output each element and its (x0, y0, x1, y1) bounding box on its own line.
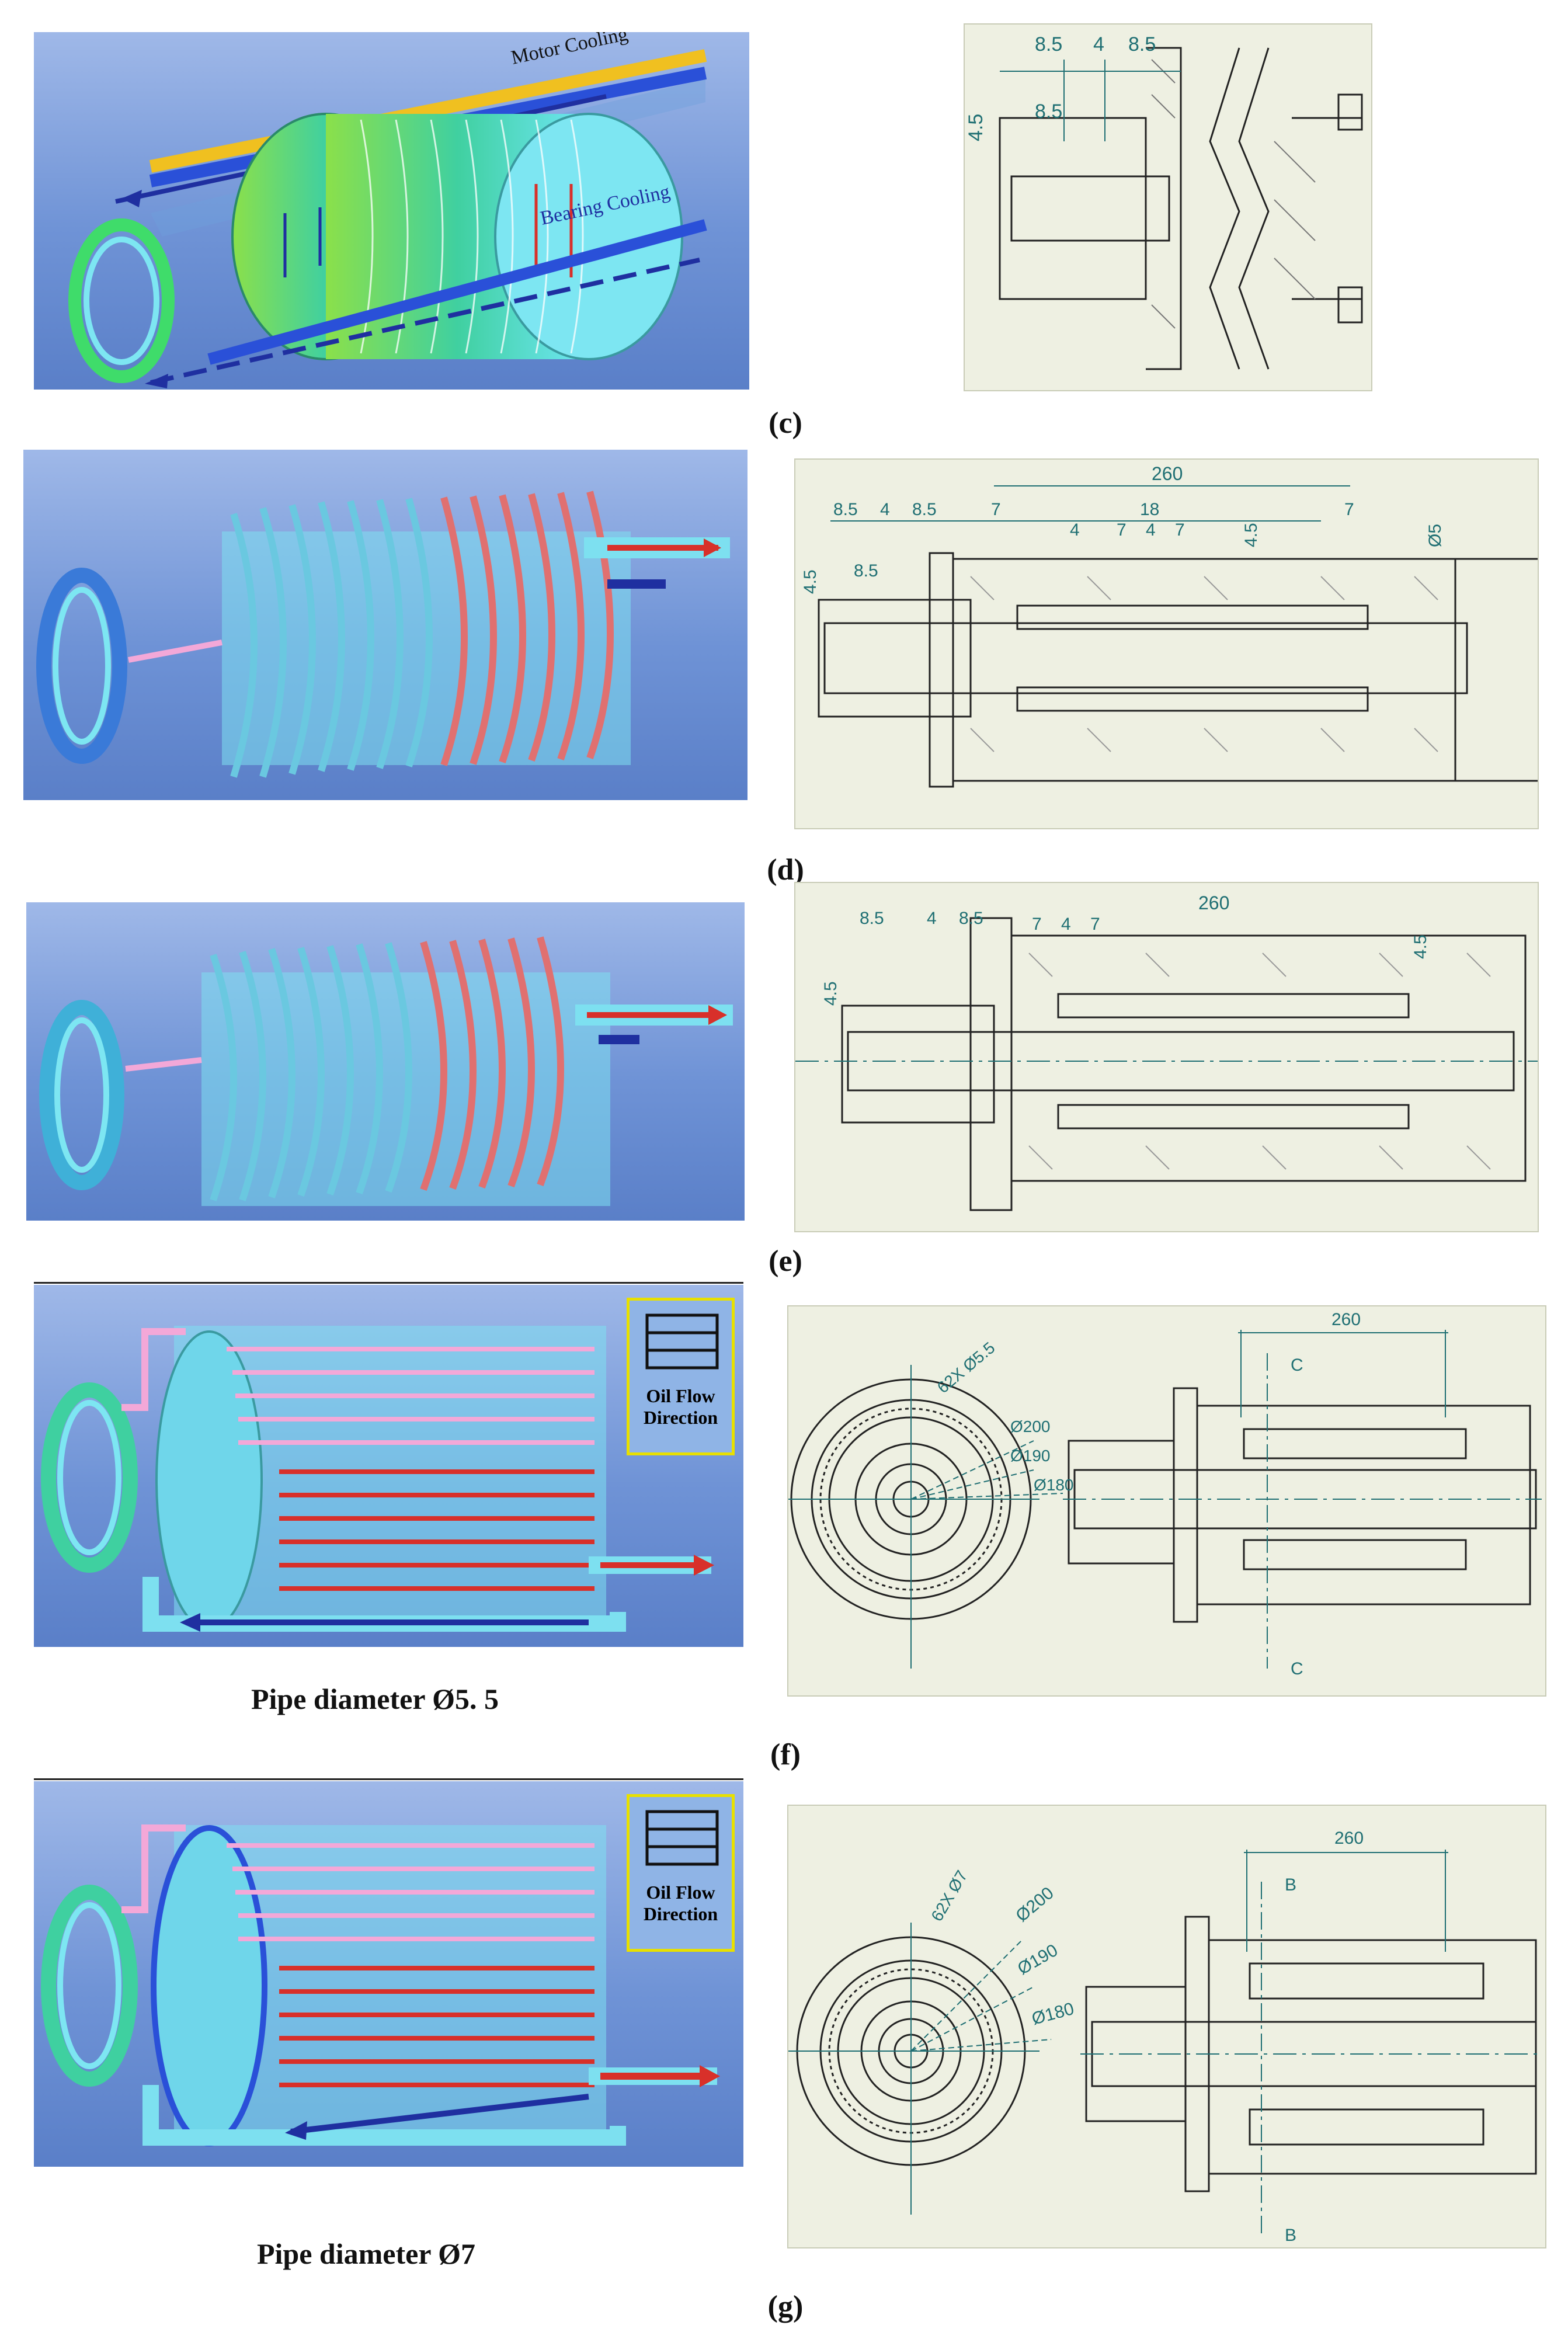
render-d-graphic (36, 491, 730, 778)
dim-d-k: 7 (1344, 500, 1354, 519)
render-e-graphic (39, 936, 733, 1206)
dim-d-m: 4.5 (801, 569, 820, 594)
oil-flow-legend-g: Oil Flow Direction (627, 1794, 735, 1952)
dim-f-len: 260 (1331, 1310, 1361, 1329)
dim-c-d: 8.5 (1035, 100, 1062, 123)
dim-d-g: 7 (1117, 520, 1127, 540)
section-g-top: B (1285, 1875, 1296, 1895)
dim-g-d200: Ø200 (1012, 1883, 1057, 1926)
oil-flow-legend-icon-f (645, 1313, 719, 1370)
dim-e-a: 8.5 (860, 909, 884, 928)
oil-flow-label-2-g: Direction (643, 1903, 718, 1924)
dim-d-d: 7 (991, 500, 1001, 519)
dim-f-d190: Ø190 (1010, 1447, 1051, 1465)
drawing-c-graphic: 8.5 4 8.5 8.5 4.5 (965, 33, 1363, 370)
dim-d-j: 4.5 (1242, 523, 1261, 547)
drawing-g: 260 62X Ø7 Ø200 Ø190 Ø180 B B (787, 1805, 1546, 2248)
caption-c: (c) (769, 406, 802, 440)
render-f-graphic (41, 1326, 714, 1632)
oil-flow-label-2-f: Direction (643, 1407, 718, 1428)
dim-c-e: 4.5 (965, 114, 987, 141)
dim-c-a: 8.5 (1035, 33, 1062, 55)
drawing-e-graphic: 260 8.5 4 8.5 7 4 7 4.5 4.5 (795, 892, 1538, 1211)
render-g-graphic (41, 1824, 720, 2146)
drawing-e: 260 8.5 4 8.5 7 4 7 4.5 4.5 (794, 882, 1539, 1232)
dim-g-holes: 62X Ø7 (927, 1867, 971, 1924)
render-d (23, 450, 748, 800)
dim-f-d180: Ø180 (1034, 1476, 1074, 1494)
pipe-caption-g: Pipe diameter Ø7 (257, 2237, 475, 2270)
dim-e-h: 4.5 (821, 981, 840, 1006)
dim-e-e: 4 (1061, 915, 1071, 934)
caption-f: (f) (770, 1738, 801, 1771)
render-e (26, 902, 745, 1221)
dim-g-len: 260 (1334, 1829, 1364, 1848)
motor-cooling-label: Motor Cooling (509, 32, 630, 69)
drawing-f-graphic: 260 62X Ø5.5 Ø200 Ø190 Ø180 C C (788, 1310, 1542, 1678)
divider-g (34, 1778, 743, 1780)
section-f-top: C (1291, 1356, 1303, 1375)
dim-d-h: 4 (1146, 520, 1156, 540)
dim-d-f: 18 (1140, 500, 1159, 519)
drawing-g-graphic: 260 62X Ø7 Ø200 Ø190 Ø180 B B (788, 1829, 1542, 2245)
caption-e: (e) (769, 1245, 802, 1278)
drawing-c: 8.5 4 8.5 8.5 4.5 (964, 23, 1372, 391)
dim-e-b: 4 (927, 909, 937, 928)
dim-f-holes: 62X Ø5.5 (934, 1339, 999, 1397)
oil-flow-legend-f: Oil Flow Direction (627, 1298, 735, 1455)
dim-f-d200: Ø200 (1010, 1417, 1051, 1436)
drawing-d-graphic: 260 8.5 4 8.5 7 4 18 7 4 7 4.5 7 Ø5 4.5 … (801, 463, 1538, 788)
drawing-d: 260 8.5 4 8.5 7 4 18 7 4 7 4.5 7 Ø5 4.5 … (794, 458, 1539, 829)
oil-flow-legend-icon-g (645, 1810, 719, 1866)
render-c-graphic: Motor Cooling Bearing Cooling (68, 32, 707, 388)
dim-d-i: 7 (1175, 520, 1185, 540)
dim-d-a: 8.5 (833, 500, 858, 519)
oil-flow-label-1-f: Oil Flow (646, 1385, 715, 1406)
dim-c-b: 4 (1093, 33, 1104, 55)
pipe-caption-f: Pipe diameter Ø5. 5 (251, 1683, 499, 1715)
render-f: Oil Flow Direction (34, 1285, 743, 1647)
caption-g: (g) (767, 2290, 804, 2323)
caption-d: (d) (767, 853, 804, 887)
dim-d-e: 4 (1070, 520, 1080, 540)
dim-e-len: 260 (1198, 892, 1229, 913)
dim-d-n: 8.5 (854, 561, 878, 581)
dim-c-c: 8.5 (1128, 33, 1156, 55)
dim-g-d180: Ø180 (1030, 1999, 1076, 2029)
drawing-f: 260 62X Ø5.5 Ø200 Ø190 Ø180 C C (787, 1305, 1546, 1697)
section-f-bottom: C (1291, 1659, 1303, 1678)
divider-f (34, 1282, 743, 1284)
render-c: Motor Cooling Bearing Cooling (34, 32, 749, 390)
section-g-bottom: B (1285, 2226, 1296, 2245)
dim-d-len: 260 (1152, 463, 1183, 484)
dim-e-c: 8.5 (959, 909, 983, 928)
dim-d-c: 8.5 (912, 500, 937, 519)
dim-d-b: 4 (880, 500, 890, 519)
dim-g-d190: Ø190 (1014, 1941, 1061, 1979)
dim-d-l: Ø5 (1426, 524, 1445, 547)
oil-flow-label-1-g: Oil Flow (646, 1882, 715, 1903)
dim-e-g: 4.5 (1411, 934, 1430, 959)
dim-e-d: 7 (1032, 915, 1042, 934)
render-g: Oil Flow Direction (34, 1781, 743, 2167)
dim-e-f: 7 (1090, 915, 1100, 934)
